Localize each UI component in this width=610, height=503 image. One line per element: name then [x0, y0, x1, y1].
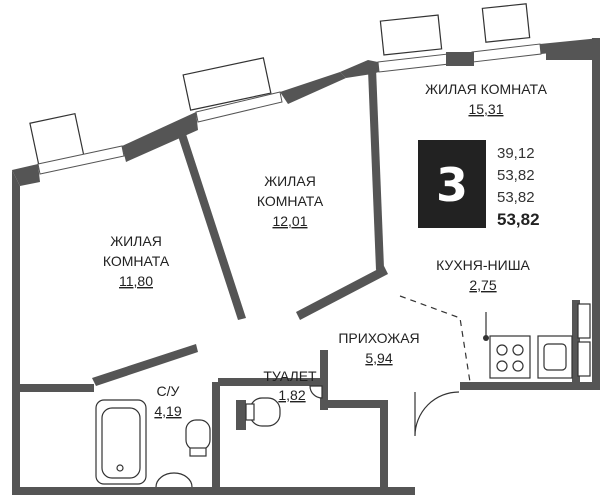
rooms-count: 3 — [436, 158, 468, 212]
bathroom-fixtures — [95, 399, 211, 488]
kitchen-boundary — [399, 295, 489, 383]
room-hall-name: ПРИХОЖАЯ — [338, 330, 419, 346]
total-area-final: 53,82 — [497, 210, 540, 229]
area-summary: 39,12 53,82 53,82 53,82 — [497, 145, 540, 229]
kitchen-equipment — [489, 303, 591, 379]
room-living-1: ЖИЛАЯ КОМНАТА 11,80 — [103, 233, 170, 289]
room-bathroom: С/У 4,19 — [154, 383, 181, 419]
total-area-value-1: 53,82 — [497, 167, 535, 184]
room-living-2-area: 12,01 — [272, 213, 307, 229]
room-hall-area: 5,94 — [365, 350, 392, 366]
total-area-value-2: 53,82 — [497, 189, 535, 206]
room-kitchen-area: 2,75 — [469, 277, 496, 293]
room-toilet-area: 1,82 — [278, 387, 305, 403]
room-living-3-area: 15,31 — [468, 101, 503, 117]
window-frames — [29, 3, 531, 168]
entry-door — [414, 391, 460, 437]
room-living-1-name-2: КОМНАТА — [103, 253, 170, 269]
exterior-walls — [12, 38, 600, 495]
room-living-2-name-1: ЖИЛАЯ — [264, 173, 316, 189]
room-toilet-name: ТУАЛЕТ — [263, 368, 317, 384]
living-area-value: 39,12 — [497, 145, 535, 162]
rooms-count-badge: 3 — [418, 140, 486, 228]
room-living-3: ЖИЛАЯ КОМНАТА 15,31 — [425, 81, 548, 117]
room-living-1-name-1: ЖИЛАЯ — [110, 233, 162, 249]
toilet-fixtures — [245, 385, 323, 427]
room-kitchen: КУХНЯ-НИША 2,75 — [436, 257, 530, 293]
room-living-1-area: 11,80 — [119, 273, 153, 289]
room-living-2: ЖИЛАЯ КОМНАТА 12,01 — [257, 173, 324, 229]
interior-walls — [20, 52, 580, 487]
room-bathroom-area: 4,19 — [154, 403, 181, 419]
room-toilet: ТУАЛЕТ 1,82 — [263, 368, 317, 403]
room-living-2-name-2: КОМНАТА — [257, 193, 324, 209]
room-hall: ПРИХОЖАЯ 5,94 — [338, 330, 419, 366]
room-living-3-name: ЖИЛАЯ КОМНАТА — [425, 81, 548, 97]
room-kitchen-name: КУХНЯ-НИША — [436, 257, 530, 273]
badge-background — [418, 140, 486, 228]
room-bathroom-name: С/У — [157, 383, 180, 399]
